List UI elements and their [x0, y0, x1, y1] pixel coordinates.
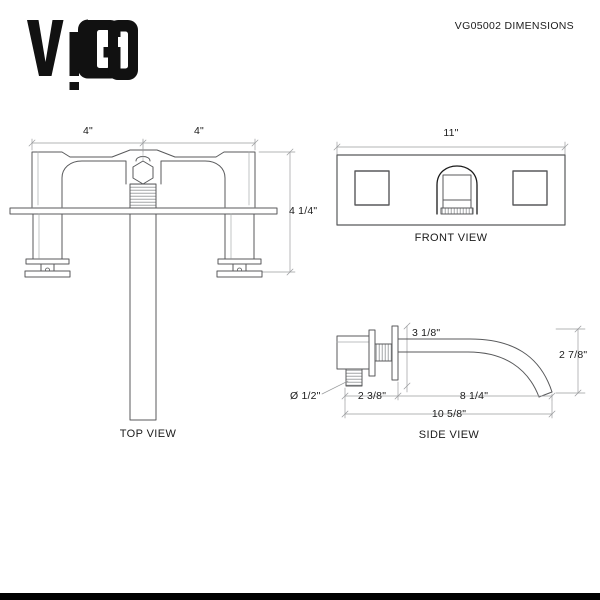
dim-top-height: 4 1/4" — [289, 205, 318, 217]
vigo-wordmark-logo — [25, 14, 145, 92]
top-view-drawing — [9, 138, 296, 421]
dim-side-total-projection: 10 5/8" — [431, 408, 467, 420]
top-view-left-mount — [24, 213, 71, 278]
side-view-spout-drop-dimension — [555, 325, 586, 397]
top-view-height-dimension — [258, 148, 296, 276]
top-view-spread-dimension — [28, 138, 259, 153]
dim-front-width: 11" — [443, 127, 459, 139]
side-view-arm-height-dimension — [403, 322, 411, 393]
dim-top-left-spread: 4" — [83, 125, 93, 137]
dim-side-spout-reach: 8 1/4" — [459, 390, 489, 402]
dim-side-escutcheon-depth: 2 3/8" — [357, 390, 387, 402]
side-view-inlet-leader — [321, 380, 349, 395]
dim-side-inlet-diameter: Ø 1/2" — [290, 390, 321, 402]
dim-top-right-spread: 4" — [194, 125, 204, 137]
front-view-drawing — [333, 141, 569, 226]
caption-front-view: FRONT VIEW — [414, 232, 488, 244]
footer-bar — [0, 593, 600, 600]
dim-side-arm-height: 3 1/8" — [412, 327, 441, 339]
caption-top-view: TOP VIEW — [119, 428, 177, 440]
document-title: VG05002 DIMENSIONS — [454, 20, 574, 32]
side-view-total-projection-dimension — [341, 399, 556, 419]
front-view-spout — [436, 165, 478, 215]
top-view-right-mount — [216, 213, 263, 278]
side-view-projection-dimensions — [341, 381, 556, 401]
dim-side-spout-drop: 2 7/8" — [559, 349, 588, 361]
caption-side-view: SIDE VIEW — [418, 429, 480, 441]
side-view-drawing — [321, 322, 586, 419]
